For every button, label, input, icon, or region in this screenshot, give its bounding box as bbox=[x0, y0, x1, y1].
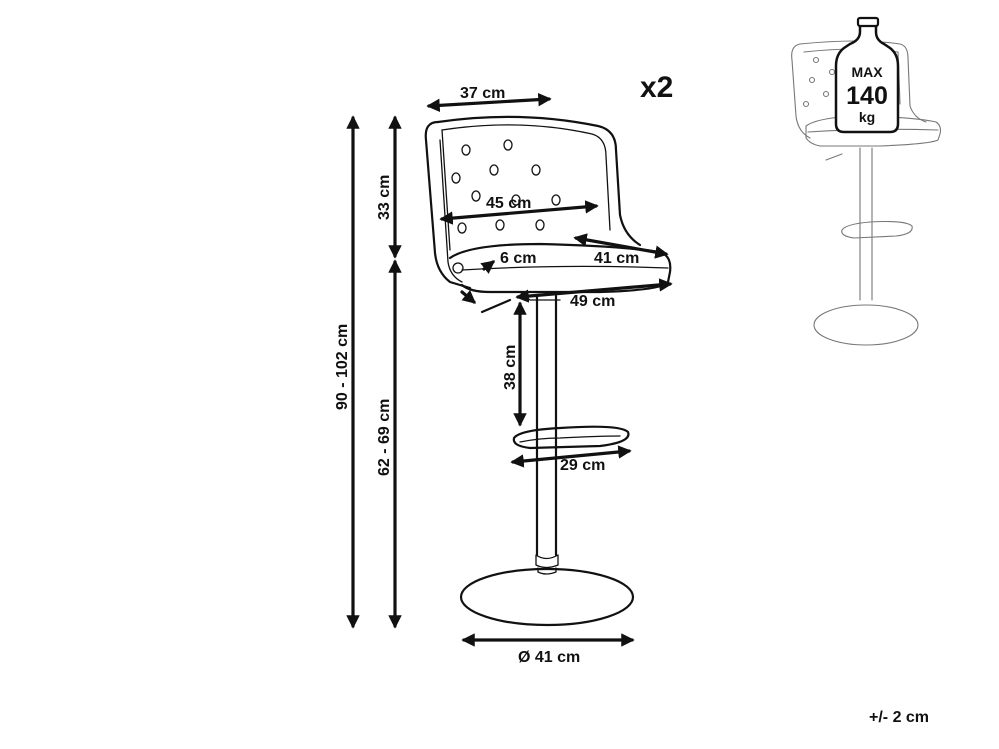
dim-line-backrest-width bbox=[439, 200, 599, 225]
dim-line-backrest-top bbox=[426, 92, 552, 113]
label-base-diameter: Ø 41 cm bbox=[518, 649, 580, 666]
label-backrest-width: 45 cm bbox=[486, 195, 531, 212]
quantity-label: x2 bbox=[640, 71, 673, 104]
label-total-height: 90 - 102 cm bbox=[334, 324, 351, 410]
badge-value: 140 bbox=[846, 82, 888, 110]
dim-line-seat-depth bbox=[573, 233, 669, 259]
label-seat-height: 62 - 69 cm bbox=[376, 399, 393, 476]
tufting-buttons bbox=[451, 139, 561, 234]
label-column-height: 38 cm bbox=[502, 345, 519, 390]
weight-icon bbox=[834, 22, 900, 134]
dim-line-thickness-bottom bbox=[460, 289, 477, 304]
label-seat-width: 49 cm bbox=[570, 293, 615, 310]
dim-line-seat-width bbox=[515, 278, 673, 303]
label-seat-depth: 41 cm bbox=[594, 250, 639, 267]
dimension-labels: 37 cm 45 cm 41 cm 6 cm 49 cm 29 cm Ø 41 … bbox=[334, 85, 639, 666]
tolerance-label: +/- 2 cm bbox=[869, 709, 929, 726]
label-backrest-height: 33 cm bbox=[376, 175, 393, 220]
label-seat-thickness: 6 cm bbox=[500, 250, 536, 267]
dim-line-footrest bbox=[510, 445, 632, 468]
label-footrest-width: 29 cm bbox=[560, 457, 605, 474]
label-backrest-top-width: 37 cm bbox=[460, 85, 505, 102]
max-load-badge: MAX 140 kg bbox=[834, 16, 900, 134]
main-stool bbox=[424, 115, 672, 627]
dim-line-thickness-top bbox=[480, 260, 496, 274]
dimension-lines bbox=[346, 92, 673, 647]
badge-max-label: MAX bbox=[851, 64, 883, 80]
badge-unit: kg bbox=[859, 109, 875, 125]
